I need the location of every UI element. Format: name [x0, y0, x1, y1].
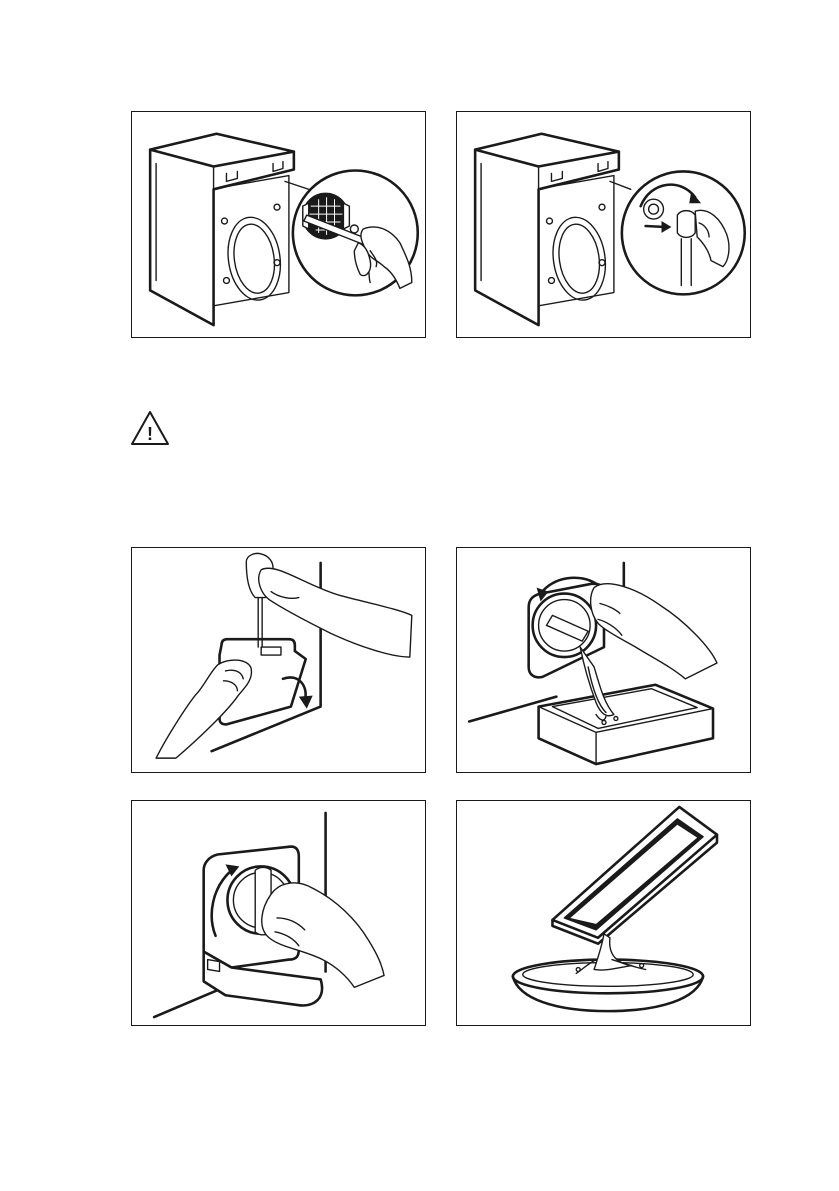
- warning-symbol: !: [147, 424, 153, 444]
- empty-tray-illustration: [457, 801, 750, 1025]
- tray-icon: [539, 685, 713, 764]
- figure-screw-filter: [131, 800, 426, 1026]
- figure-refit-inlet: [456, 111, 751, 338]
- figure-clean-filter: [131, 111, 426, 338]
- open-flap-illustration: [132, 548, 425, 772]
- unscrew-filter-illustration: [457, 548, 750, 772]
- screw-filter-illustration: [132, 801, 425, 1025]
- figure-open-flap: [131, 547, 426, 773]
- warning-triangle-icon: !: [130, 410, 170, 446]
- washing-machine-filter-illustration: [132, 112, 425, 337]
- washing-machine-inlet-illustration: [457, 112, 750, 337]
- figure-unscrew-filter: [456, 547, 751, 773]
- tray-icon: [552, 807, 717, 944]
- figure-empty-tray: [456, 800, 751, 1026]
